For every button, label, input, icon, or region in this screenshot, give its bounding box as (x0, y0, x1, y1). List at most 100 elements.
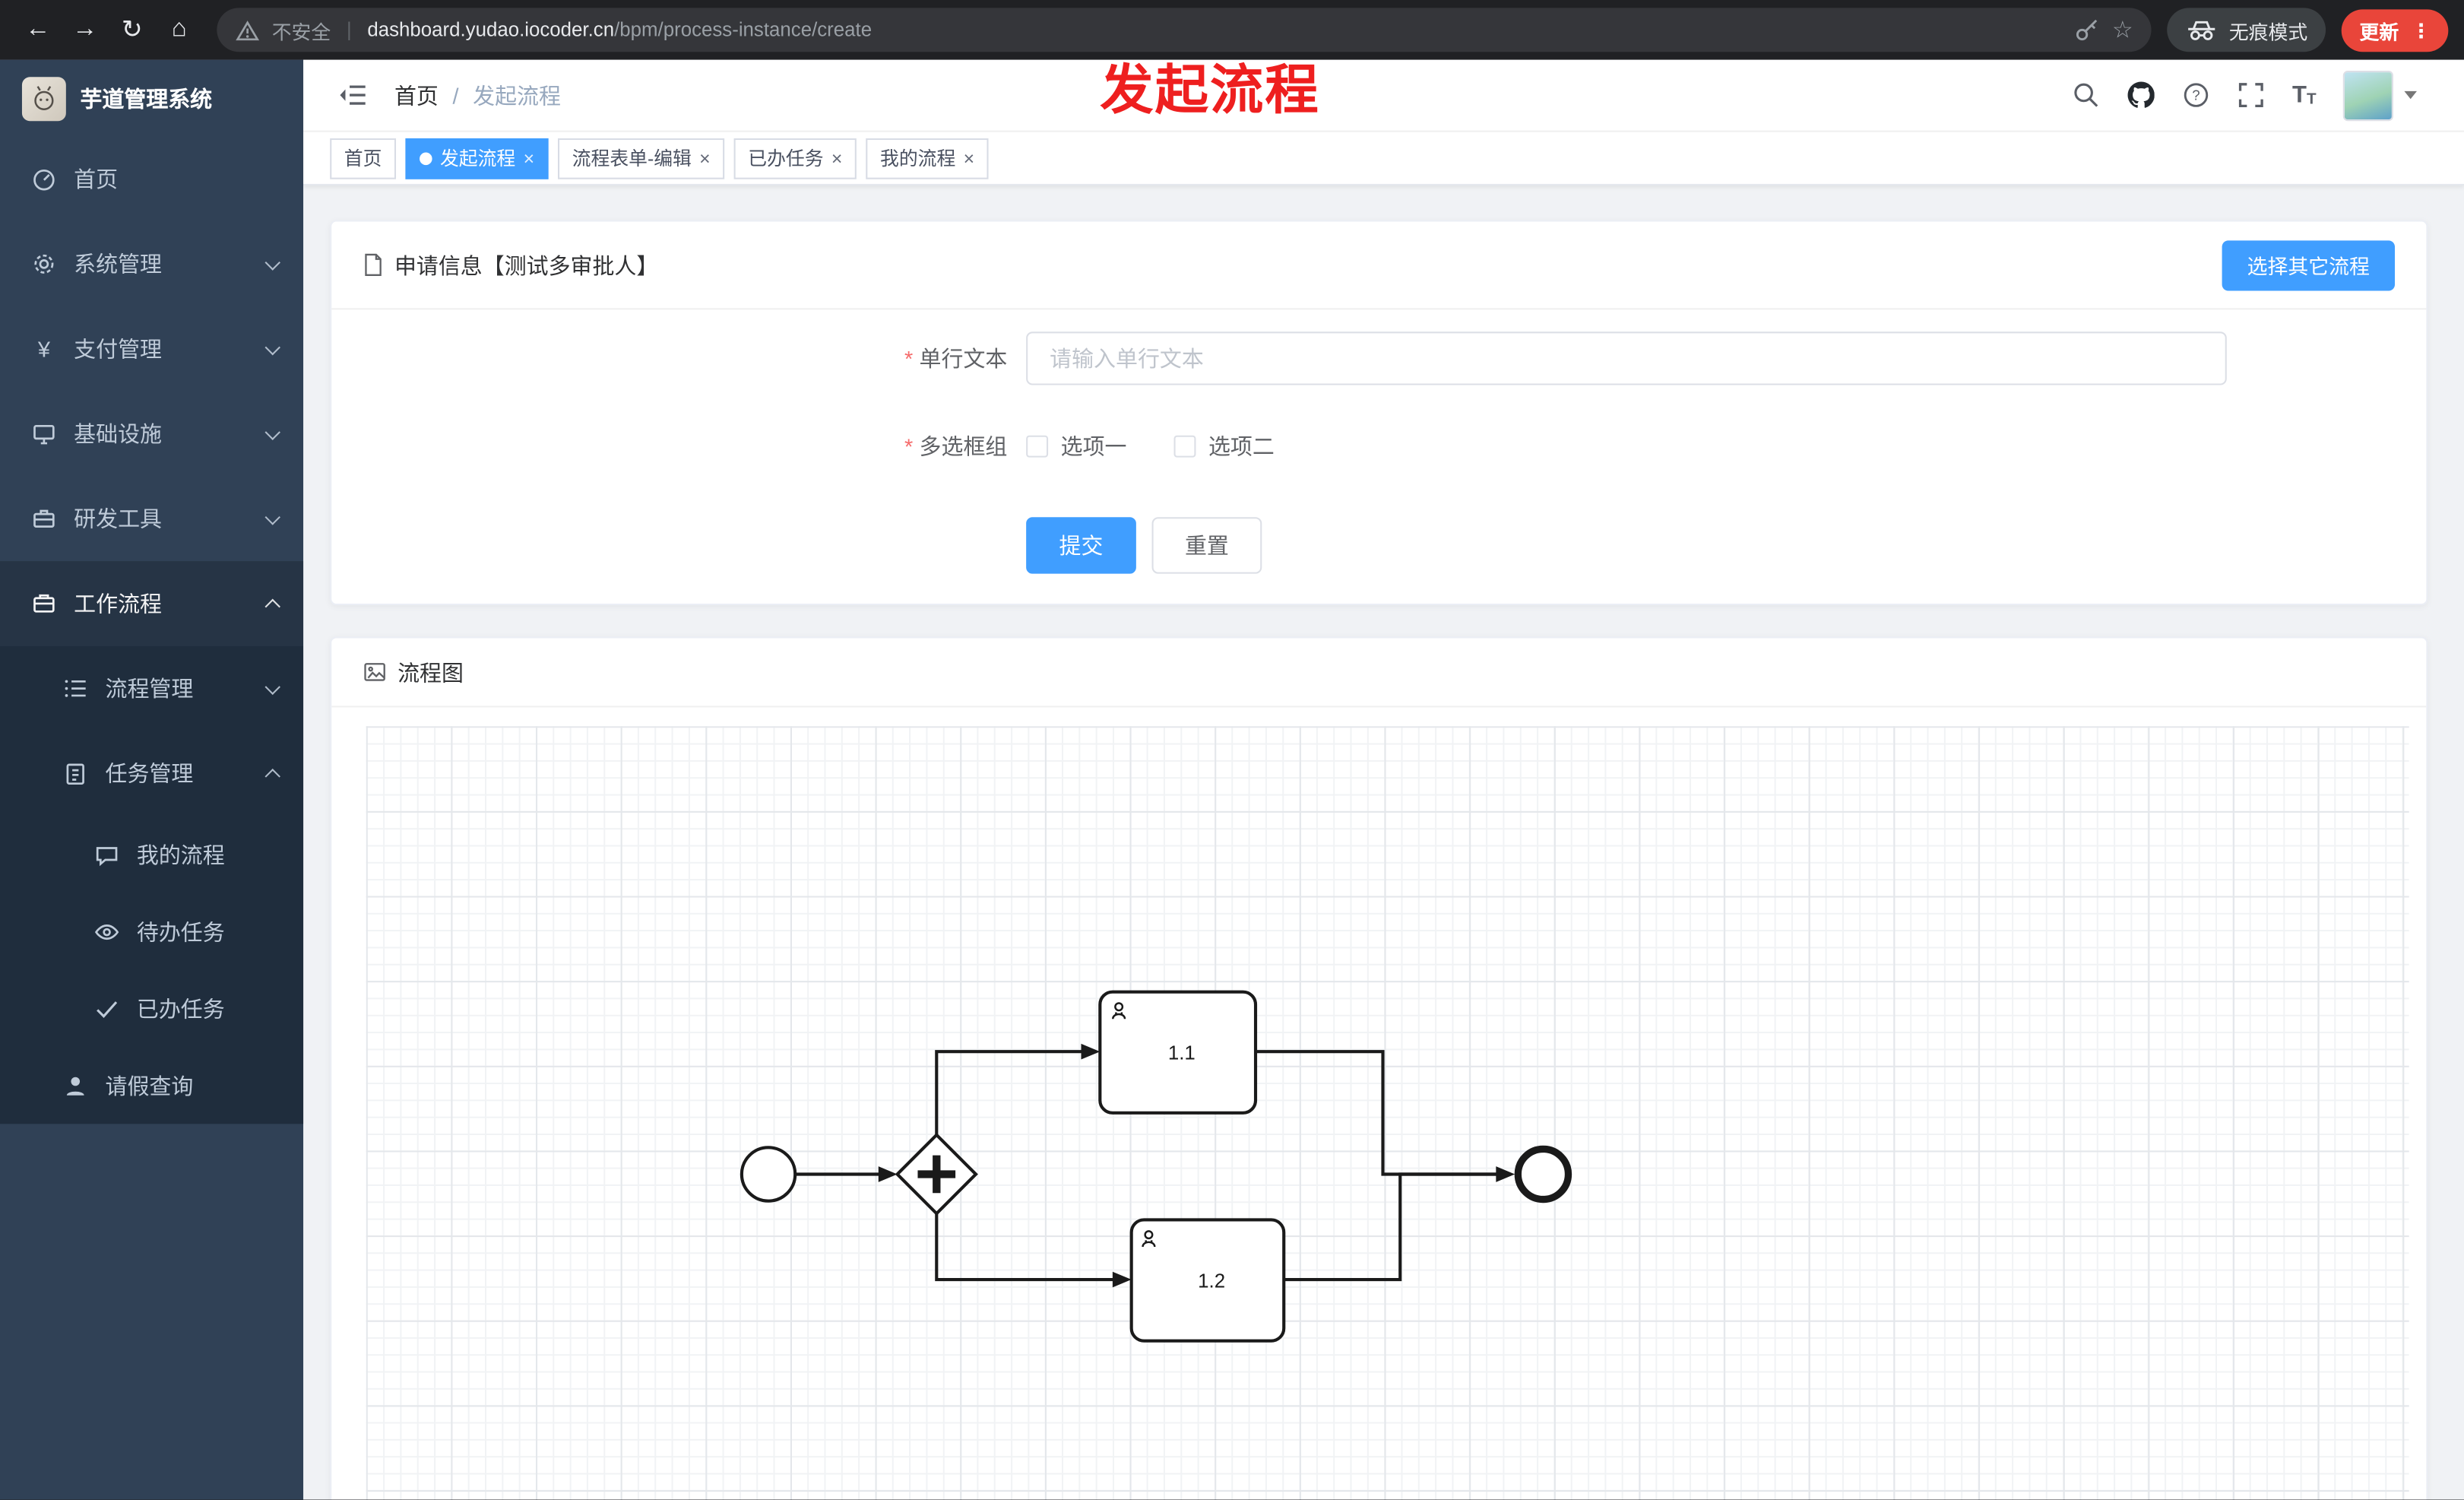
choose-other-process-button[interactable]: 选择其它流程 (2222, 239, 2396, 290)
update-button[interactable]: 更新 ⋮ (2342, 8, 2449, 52)
yen-icon: ¥ (37, 336, 50, 362)
diagram-icon (363, 660, 387, 683)
checkbox-option-1[interactable]: 选项一 (1026, 431, 1126, 462)
chevron-down-icon (264, 509, 280, 525)
user-task-1-1[interactable] (1098, 990, 1258, 1115)
tab-home[interactable]: 首页 (330, 137, 397, 179)
bookmark-star-icon[interactable]: ☆ (2111, 17, 2133, 44)
toolbox-icon (31, 506, 56, 531)
sidebar-item-devtools[interactable]: 研发工具 (0, 476, 303, 561)
sidebar-item-process-management[interactable]: 流程管理 (0, 646, 303, 731)
reset-button[interactable]: 重置 (1151, 517, 1262, 574)
bpmn-canvas[interactable]: 1.1 1.2 (366, 726, 2409, 1500)
key-icon[interactable] (2074, 17, 2099, 43)
close-icon[interactable]: × (523, 147, 535, 170)
checkbox-option-2[interactable]: 选项二 (1173, 431, 1275, 462)
single-line-input[interactable] (1026, 331, 2227, 385)
single-line-row: *单行文本 (331, 331, 2426, 385)
home-icon: ⌂ (171, 15, 187, 43)
tab-start-process[interactable]: 发起流程 × (405, 137, 549, 179)
sidebar-item-leave-query[interactable]: 请假查询 (0, 1047, 303, 1124)
sidebar-item-done-tasks[interactable]: 已办任务 (0, 970, 303, 1047)
flow-gateway-task1[interactable] (935, 1050, 1083, 1135)
warning-icon (236, 20, 260, 40)
breadcrumb-separator: / (452, 82, 459, 108)
required-mark: * (904, 345, 914, 371)
gear-icon (31, 252, 56, 277)
flow-task2-end[interactable] (1284, 1172, 1498, 1282)
diagram-title: 流程图 (397, 659, 464, 685)
submit-button[interactable]: 提交 (1026, 517, 1136, 574)
document-icon (363, 253, 384, 277)
address-bar[interactable]: 不安全 | dashboard.yudao.iocoder.cn/bpm/pro… (217, 8, 2152, 52)
search-icon[interactable] (2073, 81, 2101, 109)
collapse-sidebar-button[interactable] (338, 83, 369, 108)
sidebar-item-payment[interactable]: ¥ 支付管理 (0, 306, 303, 392)
tab-done-tasks[interactable]: 已办任务 × (733, 137, 857, 179)
user-menu[interactable] (2342, 70, 2417, 121)
apply-info-title: 申请信息【测试多审批人】 (394, 252, 659, 277)
help-icon[interactable]: ? (2182, 81, 2210, 109)
tab-my-process[interactable]: 我的流程 × (866, 137, 989, 179)
sidebar-item-infrastructure[interactable]: 基础设施 (0, 392, 303, 477)
end-event[interactable] (1514, 1145, 1572, 1203)
annotation-text: 发起流程 (1100, 61, 1320, 122)
svg-text:?: ? (2193, 87, 2200, 103)
arrowhead-icon (1081, 1043, 1101, 1060)
checkbox-icon[interactable] (1026, 435, 1049, 458)
sidebar-item-system[interactable]: 系统管理 (0, 222, 303, 307)
page-content: 申请信息【测试多审批人】 选择其它流程 *单行文本 *多选框组 (303, 186, 2464, 1500)
back-button[interactable]: ← (16, 8, 60, 52)
user-task-1-2[interactable] (1129, 1218, 1286, 1343)
fullscreen-icon[interactable] (2238, 81, 2266, 109)
diagram-header: 流程图 (331, 638, 2427, 708)
sidebar-item-my-process[interactable]: 我的流程 (0, 816, 303, 893)
chevron-down-icon (264, 423, 280, 439)
home-button[interactable]: ⌂ (157, 8, 201, 52)
flow-list-icon (63, 676, 88, 701)
tab-process-form-edit[interactable]: 流程表单-编辑 × (558, 137, 725, 179)
browser-menu-icon[interactable]: ⋮ (2411, 19, 2431, 42)
dashboard-icon (31, 166, 56, 192)
clipboard-icon (63, 761, 88, 786)
flow-task1-end[interactable] (1256, 1050, 1498, 1176)
checkbox-icon[interactable] (1173, 435, 1196, 458)
url-path: /bpm/process-instance/create (614, 18, 873, 41)
form-actions-row: 提交 重置 (331, 517, 2426, 574)
breadcrumb-home[interactable]: 首页 (394, 82, 439, 108)
sidebar-item-task-management[interactable]: 任务管理 (0, 731, 303, 816)
arrowhead-icon (878, 1166, 898, 1182)
close-icon[interactable]: × (831, 147, 843, 170)
briefcase-icon (31, 591, 56, 616)
app-logo-row[interactable]: 芋道管理系统 (0, 60, 303, 137)
caret-down-icon (2404, 90, 2417, 100)
flow-gateway-task2[interactable] (935, 1213, 1114, 1282)
update-label: 更新 (2359, 21, 2399, 43)
security-label: 不安全 (271, 21, 331, 43)
close-icon[interactable]: × (963, 147, 975, 170)
omnibox-separator: | (346, 18, 352, 41)
github-icon[interactable] (2127, 81, 2155, 109)
avatar (2342, 70, 2393, 121)
checkbox-group: 选项一 选项二 (1026, 420, 1275, 473)
tag-tab-bar: 首页 发起流程 × 流程表单-编辑 × 已办任务 × 我的流程 × (303, 132, 2464, 186)
forward-button[interactable]: → (63, 8, 107, 52)
chevron-down-icon (264, 254, 280, 270)
sidebar-item-todo-tasks[interactable]: 待办任务 (0, 893, 303, 969)
eye-icon (94, 919, 119, 944)
close-icon[interactable]: × (699, 147, 711, 170)
back-icon: ← (25, 15, 51, 43)
sidebar-item-home[interactable]: 首页 (0, 137, 303, 222)
start-event[interactable] (740, 1146, 797, 1203)
url-text: dashboard.yudao.iocoder.cn/bpm/process-i… (367, 19, 872, 41)
sidebar-item-workflow[interactable]: 工作流程 (0, 561, 304, 646)
bpmn-diagram: 1.1 1.2 (740, 990, 1572, 1343)
refresh-button[interactable]: ↻ (110, 8, 154, 52)
incognito-label: 无痕模式 (2228, 21, 2308, 43)
active-dot (420, 151, 432, 165)
